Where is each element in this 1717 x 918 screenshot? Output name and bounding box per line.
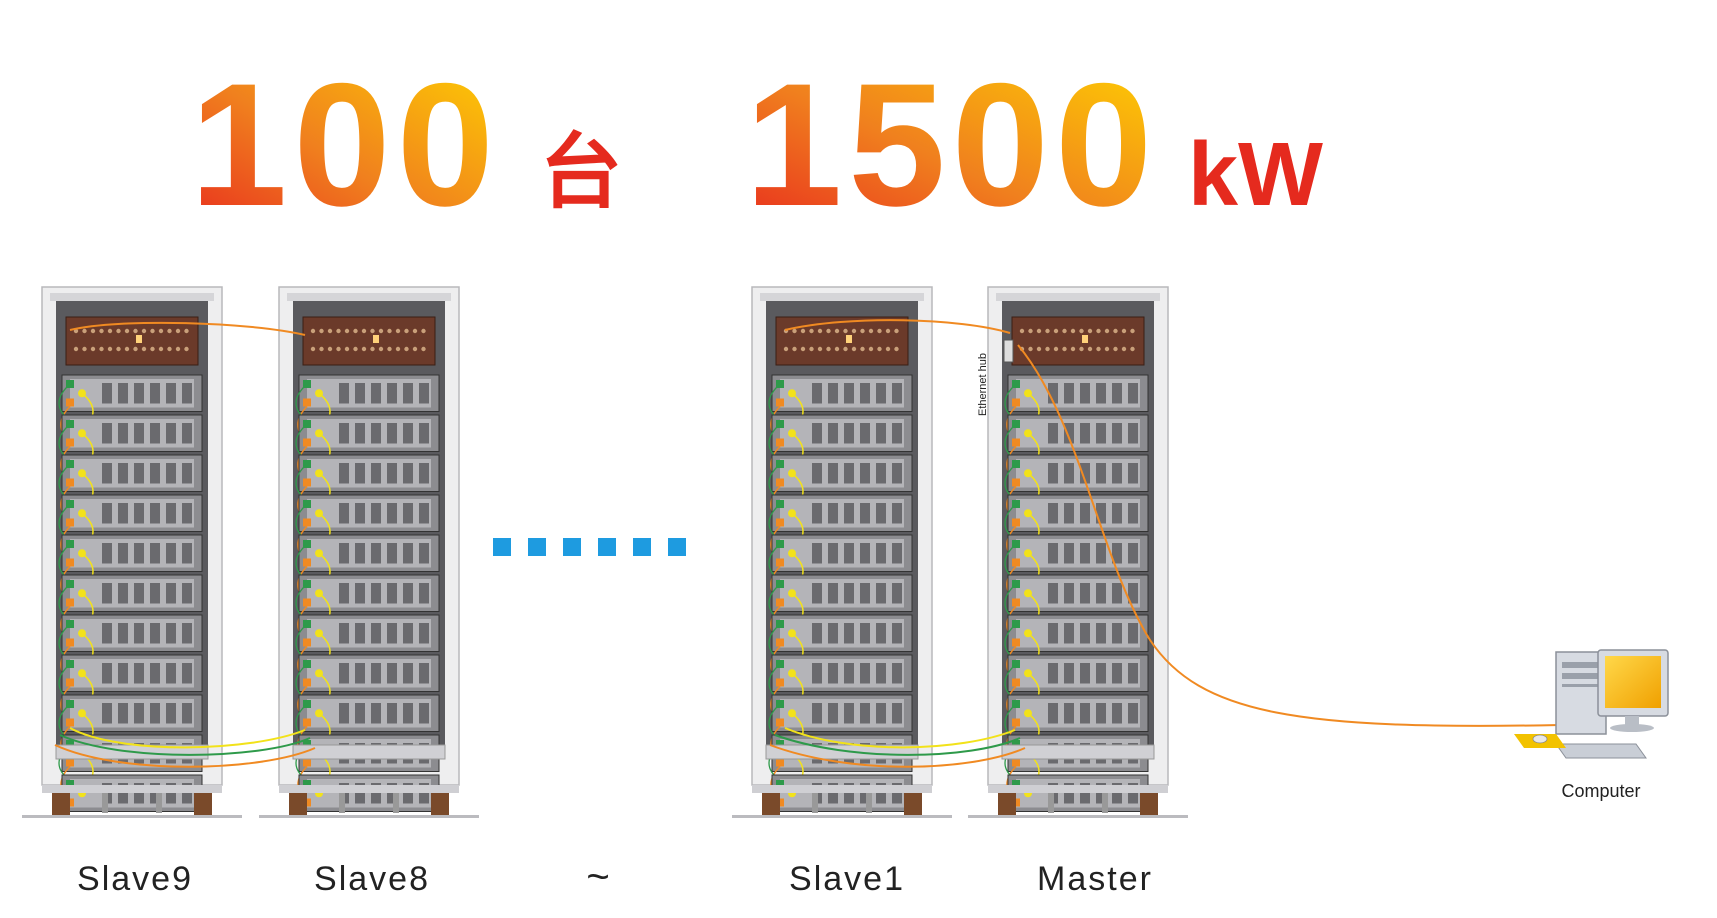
bottom-yellow-slave1-master <box>784 727 1016 749</box>
bottom-orange-slave1-master <box>769 744 1026 768</box>
headline: 100 台 1500 kW <box>190 48 1323 243</box>
rack-label-master: Master <box>1037 860 1153 898</box>
rack-label-slave1: Slave1 <box>789 860 905 898</box>
rack-cabinet-icon <box>968 286 1188 818</box>
ellipsis-dots <box>493 538 686 556</box>
network-cable-master-computer <box>1017 344 1561 727</box>
dot <box>528 538 546 556</box>
rack-labels: Slave9 Slave8 ~ Slave1 Master <box>77 855 1153 899</box>
dot <box>563 538 581 556</box>
bottom-yellow-slave9-slave8 <box>69 727 306 749</box>
ethernet-hub-icon <box>1003 339 1014 363</box>
computer-icon <box>1514 649 1669 759</box>
count-unit: 台 <box>540 127 622 218</box>
ethernet-hub: Ethernet hub <box>977 339 1014 416</box>
power-unit: kW <box>1188 125 1323 225</box>
top-link-slave1-master <box>784 319 1011 334</box>
bottom-green-slave1-master <box>774 734 1021 756</box>
bottom-orange-slave9-slave8 <box>54 744 316 768</box>
power-number: 1500 <box>745 48 1158 243</box>
bottom-green-slave9-slave8 <box>59 734 311 756</box>
computer-label: Computer <box>1561 781 1640 801</box>
rack-cabinet-icon <box>22 286 242 818</box>
rack-cabinet-icon <box>259 286 479 818</box>
dot <box>668 538 686 556</box>
dot <box>633 538 651 556</box>
rack-label-slave8: Slave8 <box>314 860 430 898</box>
cables <box>54 319 1561 768</box>
rack-label-slave9: Slave9 <box>77 860 193 898</box>
top-link-slave9-slave8 <box>69 321 306 336</box>
ethernet-hub-label: Ethernet hub <box>977 353 989 416</box>
racks-group <box>22 286 1188 818</box>
count-number: 100 <box>190 48 500 243</box>
rack-cabinet-icon <box>732 286 952 818</box>
dot <box>493 538 511 556</box>
tilde: ~ <box>586 855 609 899</box>
dot <box>598 538 616 556</box>
